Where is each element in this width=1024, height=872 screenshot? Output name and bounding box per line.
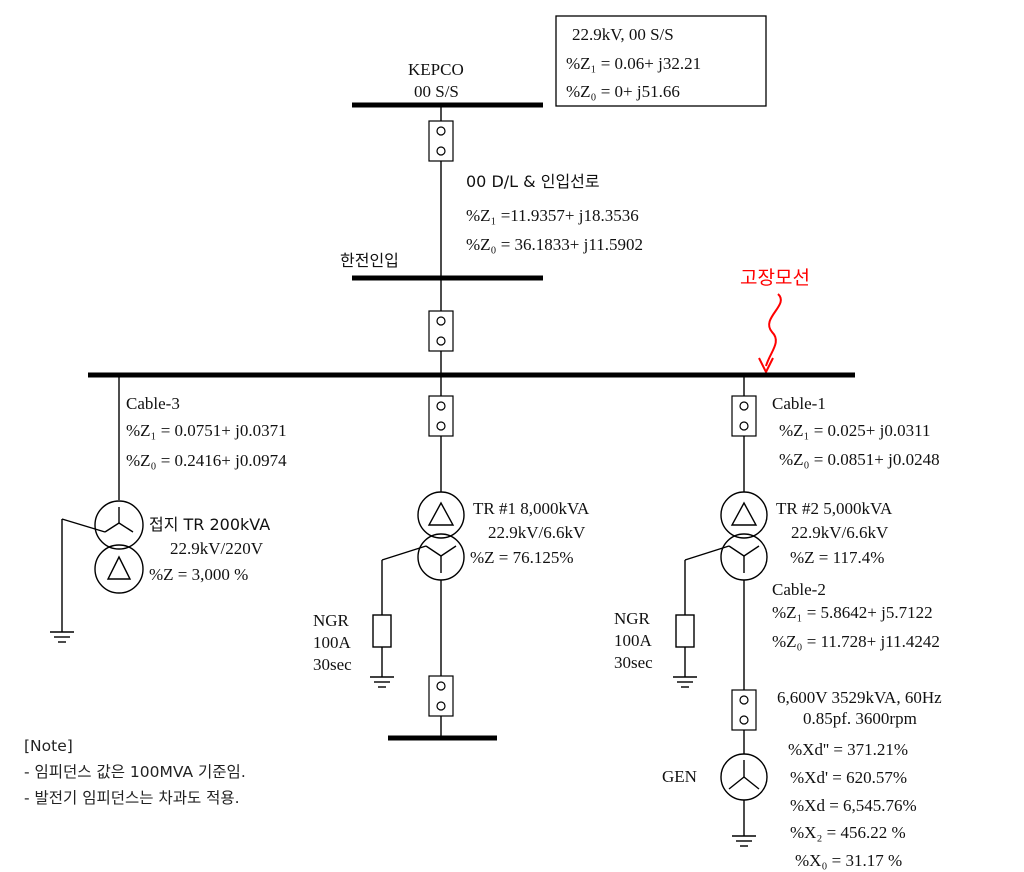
source-box-z1: %Z₁ = 0.06+ j32.21 [566, 54, 701, 73]
ngr1-time: 30sec [313, 655, 352, 674]
cable1-z0: %Z₀ = 0.0851+ j0.0248 [779, 450, 940, 469]
cable3-z0: %Z₀ = 0.2416+ j0.0974 [126, 451, 287, 470]
source-impedance-box [555, 15, 767, 107]
gen-x0: %X₀ = 31.17 % [795, 851, 902, 870]
cable2-label: Cable-2 [772, 580, 826, 599]
fault-arrowhead [758, 357, 774, 375]
breaker-gen [731, 689, 757, 731]
note-title: [Note] [24, 737, 73, 755]
source-box-line1: 22.9kV, 00 S/S [572, 25, 674, 44]
breaker-intake [428, 310, 454, 352]
ngr2-current: 100A [614, 631, 653, 650]
cable3-label: Cable-3 [126, 394, 180, 413]
note-line2: - 발전기 임피던스는 차과도 적용. [24, 789, 240, 807]
grounding-tr-label: 접지 TR 200kVA [149, 515, 270, 534]
incoming-line-z0: %Z₀ = 36.1833+ j11.5902 [466, 235, 643, 254]
gen-x2: %X₂ = 456.22 % [790, 823, 906, 842]
cable1-z1: %Z₁ = 0.025+ j0.0311 [779, 421, 931, 440]
tr1-ratio: 22.9kV/6.6kV [488, 523, 586, 542]
grounding-tr-z: %Z = 3,000 % [149, 565, 248, 584]
ngr1-label: NGR [313, 611, 350, 630]
breaker-kepco [428, 120, 454, 162]
incoming-line-label: 00 D/L & 인입선로 [466, 172, 600, 191]
cable2-z1: %Z₁ = 5.8642+ j5.7122 [772, 603, 933, 622]
gen-xd-subtransient: %Xd'' = 371.21% [788, 740, 908, 759]
kepco-label: KEPCO [408, 60, 464, 79]
gen-label: GEN [662, 767, 697, 786]
incoming-line-z1: %Z₁ =11.9357+ j18.3536 [466, 206, 639, 225]
breaker-tr2-hv [731, 395, 757, 437]
tr1-z: %Z = 76.125% [470, 548, 574, 567]
fault-arrow [765, 293, 782, 367]
tr2-z: %Z = 117.4% [790, 548, 884, 567]
gen-rating-line2: 0.85pf. 3600rpm [803, 709, 917, 728]
tr1-label: TR #1 8,000kVA [473, 499, 590, 518]
cable2-z0: %Z₀ = 11.728+ j11.4242 [772, 632, 940, 651]
breaker-tr1-hv [428, 395, 454, 437]
kepco-ss-label: 00 S/S [414, 82, 459, 101]
cable3-z1: %Z₁ = 0.0751+ j0.0371 [126, 421, 287, 440]
tr2-ratio: 22.9kV/6.6kV [791, 523, 889, 542]
tr2-label: TR #2 5,000kVA [776, 499, 893, 518]
gen-xd-sync: %Xd = 6,545.76% [790, 796, 917, 815]
grounding-transformer-symbol [50, 500, 144, 643]
cable1-label: Cable-1 [772, 394, 826, 413]
tr1-symbol [370, 491, 465, 688]
gen-xd-transient: %Xd' = 620.57% [790, 768, 907, 787]
generator-symbol [720, 753, 768, 847]
grounding-tr-ratio: 22.9kV/220V [170, 539, 264, 558]
breaker-tr1-lv [428, 675, 454, 717]
tr2-symbol [673, 491, 768, 688]
fault-bus-label: 고장모선 [740, 267, 810, 289]
ngr1-current: 100A [313, 633, 352, 652]
note-line1: - 임피던스 값은 100MVA 기준임. [24, 763, 246, 781]
kepco-intake-label: 한전인입 [340, 251, 399, 270]
source-box-z0: %Z₀ = 0+ j51.66 [566, 82, 680, 101]
ngr2-label: NGR [614, 609, 651, 628]
gen-rating-line1: 6,600V 3529kVA, 60Hz [777, 688, 942, 707]
ngr2-time: 30sec [614, 653, 653, 672]
